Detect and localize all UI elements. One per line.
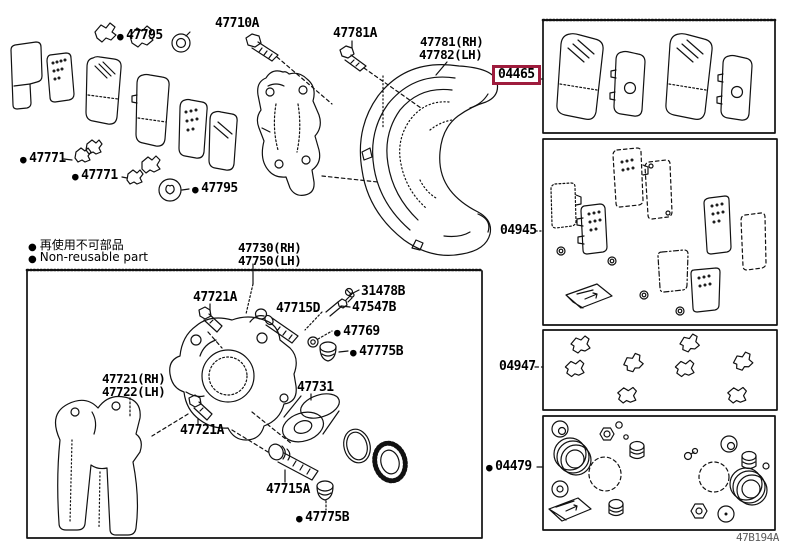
slide-pin-47715a-art [268,443,319,481]
piston-seal-ring-art [343,428,371,464]
non-reusable-bullet: ● [72,169,79,183]
piston-47731-art [281,393,340,443]
part-number: 47771 [29,151,66,166]
ring-47769-art [307,336,319,348]
cover-bolt-47781a-art [339,45,367,72]
non-reusable-bullet: ● [20,152,27,166]
part-label-47795-b[interactable]: ●47795 [192,182,238,196]
kit-box-04479 [542,415,776,531]
pad-kit-04465-art [556,33,753,121]
part-number: 47721(RH) [102,371,166,386]
main-assembly-box [25,268,484,539]
legend-non-reusable-jp: ●再使用不可部品 [28,236,124,253]
part-number: 47795 [126,28,163,43]
part-number: 47775B [305,510,350,525]
part-number: 47750(LH) [238,253,302,268]
leader-lines [63,40,544,511]
shim-kit-04945-art [550,147,767,316]
part-number: 47795 [201,181,238,196]
part-label-47781-rh[interactable]: 47781(RH) [420,34,484,49]
caliper-mounting-bracket-art [256,70,321,196]
part-label-47715d[interactable]: 47715D [276,302,320,316]
bracket-bolt-47710a-art [245,33,279,62]
part-label-04465-highlighted[interactable]: 04465 [492,65,541,85]
part-label-47731[interactable]: 47731 [297,381,334,395]
part-label-31478b[interactable]: 31478B [361,285,405,299]
part-label-47710a[interactable]: 47710A [215,17,259,31]
part-number: 47782(LH) [419,47,483,62]
non-reusable-bullet: ● [28,253,37,265]
part-number: 47730(RH) [238,240,302,255]
legend-non-reusable-en: ●Non-reusable part [28,250,148,265]
cylinder-boot-art [372,440,408,484]
part-label-47795-a[interactable]: ●47795 [117,29,163,43]
part-number: 47775B [359,344,404,359]
part-number: 47722(LH) [102,384,166,399]
part-label-47781a[interactable]: 47781A [333,27,377,41]
part-label-47715a[interactable]: 47715A [266,483,310,497]
non-reusable-bullet: ● [192,182,199,196]
part-label-47769[interactable]: ●47769 [334,325,380,339]
part-number: 47715A [266,482,310,497]
part-label-47721a-b[interactable]: 47721A [180,424,224,438]
slide-pin-47721a-upper-art [198,306,223,333]
brake-pads-and-shims-art [10,22,238,202]
part-label-47775b-a[interactable]: ●47775B [350,344,404,359]
slide-bolt-47715d-art [254,308,299,344]
part-label-47750-lh[interactable]: 47750(LH) [238,253,302,268]
non-reusable-bullet: ● [486,460,493,474]
part-label-47721-rh[interactable]: 47721(RH) [102,371,166,386]
bleeder-plug-47547b-art [325,292,355,317]
part-number: 47771 [81,168,118,183]
legend-text-jp: 再使用不可部品 [39,238,124,252]
fitting-kit-04947-art [564,332,755,406]
part-label-47721a-a[interactable]: 47721A [193,291,237,305]
part-label-04947[interactable]: 04947 [499,360,536,374]
part-label-47771-a[interactable]: ●47771 [20,152,66,166]
part-label-47547b[interactable]: 47547B [352,301,396,315]
part-label-47722-lh[interactable]: 47722(LH) [102,384,166,399]
part-number: 04947 [499,359,536,374]
non-reusable-bullet: ● [117,29,124,43]
part-number: 47769 [343,324,380,339]
kit-box-04947 [542,329,778,411]
part-number: 47710A [215,16,259,31]
slide-pin-47721a-lower-art [188,394,213,421]
non-reusable-bullet: ● [296,511,303,525]
kit-box-04945 [542,138,778,326]
non-reusable-bullet: ● [28,241,37,253]
figure-code: 47B194A [736,531,779,544]
part-number: 47731 [297,380,334,395]
part-number: 47715D [276,301,320,316]
caliper-carrier-bracket-art [54,395,142,536]
non-reusable-bullet: ● [334,325,341,339]
part-number: 47721A [180,423,224,438]
seal-kit-04479-art [548,420,770,523]
part-number: 47721A [193,290,237,305]
part-label-04479[interactable]: ●04479 [486,460,532,474]
screw-31478b-art [344,287,354,297]
kit-box-04465 [541,18,777,134]
part-label-47771-b[interactable]: ●47771 [72,169,118,183]
part-number: 04465 [498,67,535,82]
part-number: 47547B [352,300,396,315]
part-label-04945[interactable]: 04945 [500,224,537,238]
part-label-47775b-b[interactable]: ●47775B [296,510,350,525]
part-number: 04945 [500,223,537,238]
non-reusable-bullet: ● [350,345,357,359]
part-number: 04479 [495,459,532,474]
legend-text-en: Non-reusable part [39,250,149,264]
part-label-47782-lh[interactable]: 47782(LH) [419,47,483,62]
brake-caliper-housing-art [169,315,297,441]
part-number: 47781A [333,26,377,41]
part-number: 47781(RH) [420,34,484,49]
part-label-47730-rh[interactable]: 47730(RH) [238,240,302,255]
cap-47775b-lower-art [316,480,334,501]
cap-47775b-upper-art [319,341,337,362]
part-number: 31478B [361,284,405,299]
disc-dust-cover-art [359,64,499,256]
